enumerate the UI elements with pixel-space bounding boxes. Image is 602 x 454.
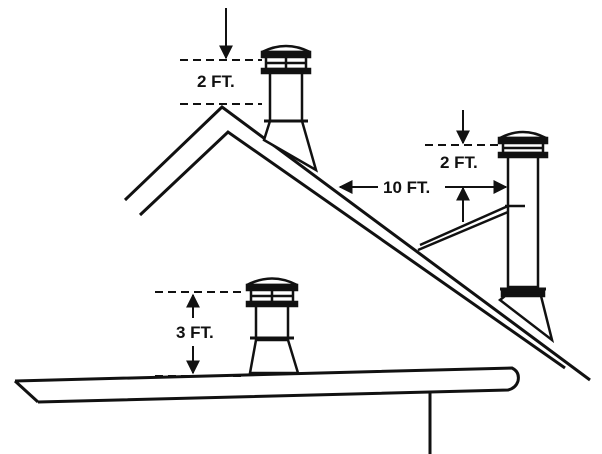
side-clearance-label: 2 FT. — [440, 153, 478, 172]
lower-roof-fascia-line — [13, 379, 40, 404]
ridge-chimney — [260, 44, 319, 173]
low-roof-clearance-dimension — [155, 291, 246, 377]
side-clearance-dimension — [425, 110, 500, 222]
main-roof-inner-edge — [138, 130, 566, 370]
low-chimney — [245, 277, 300, 375]
lower-roof — [13, 366, 520, 454]
lower-roof-eave — [14, 366, 520, 404]
side-chimney — [417, 130, 555, 344]
top-clearance-label: 2 FT. — [197, 72, 235, 91]
main-roof — [123, 105, 591, 382]
main-roof-outer-edge — [123, 105, 591, 382]
low-roof-clearance-label: 3 FT. — [176, 323, 214, 342]
horizontal-distance-label: 10 FT. — [383, 178, 430, 197]
top-clearance-dimension — [180, 8, 262, 105]
